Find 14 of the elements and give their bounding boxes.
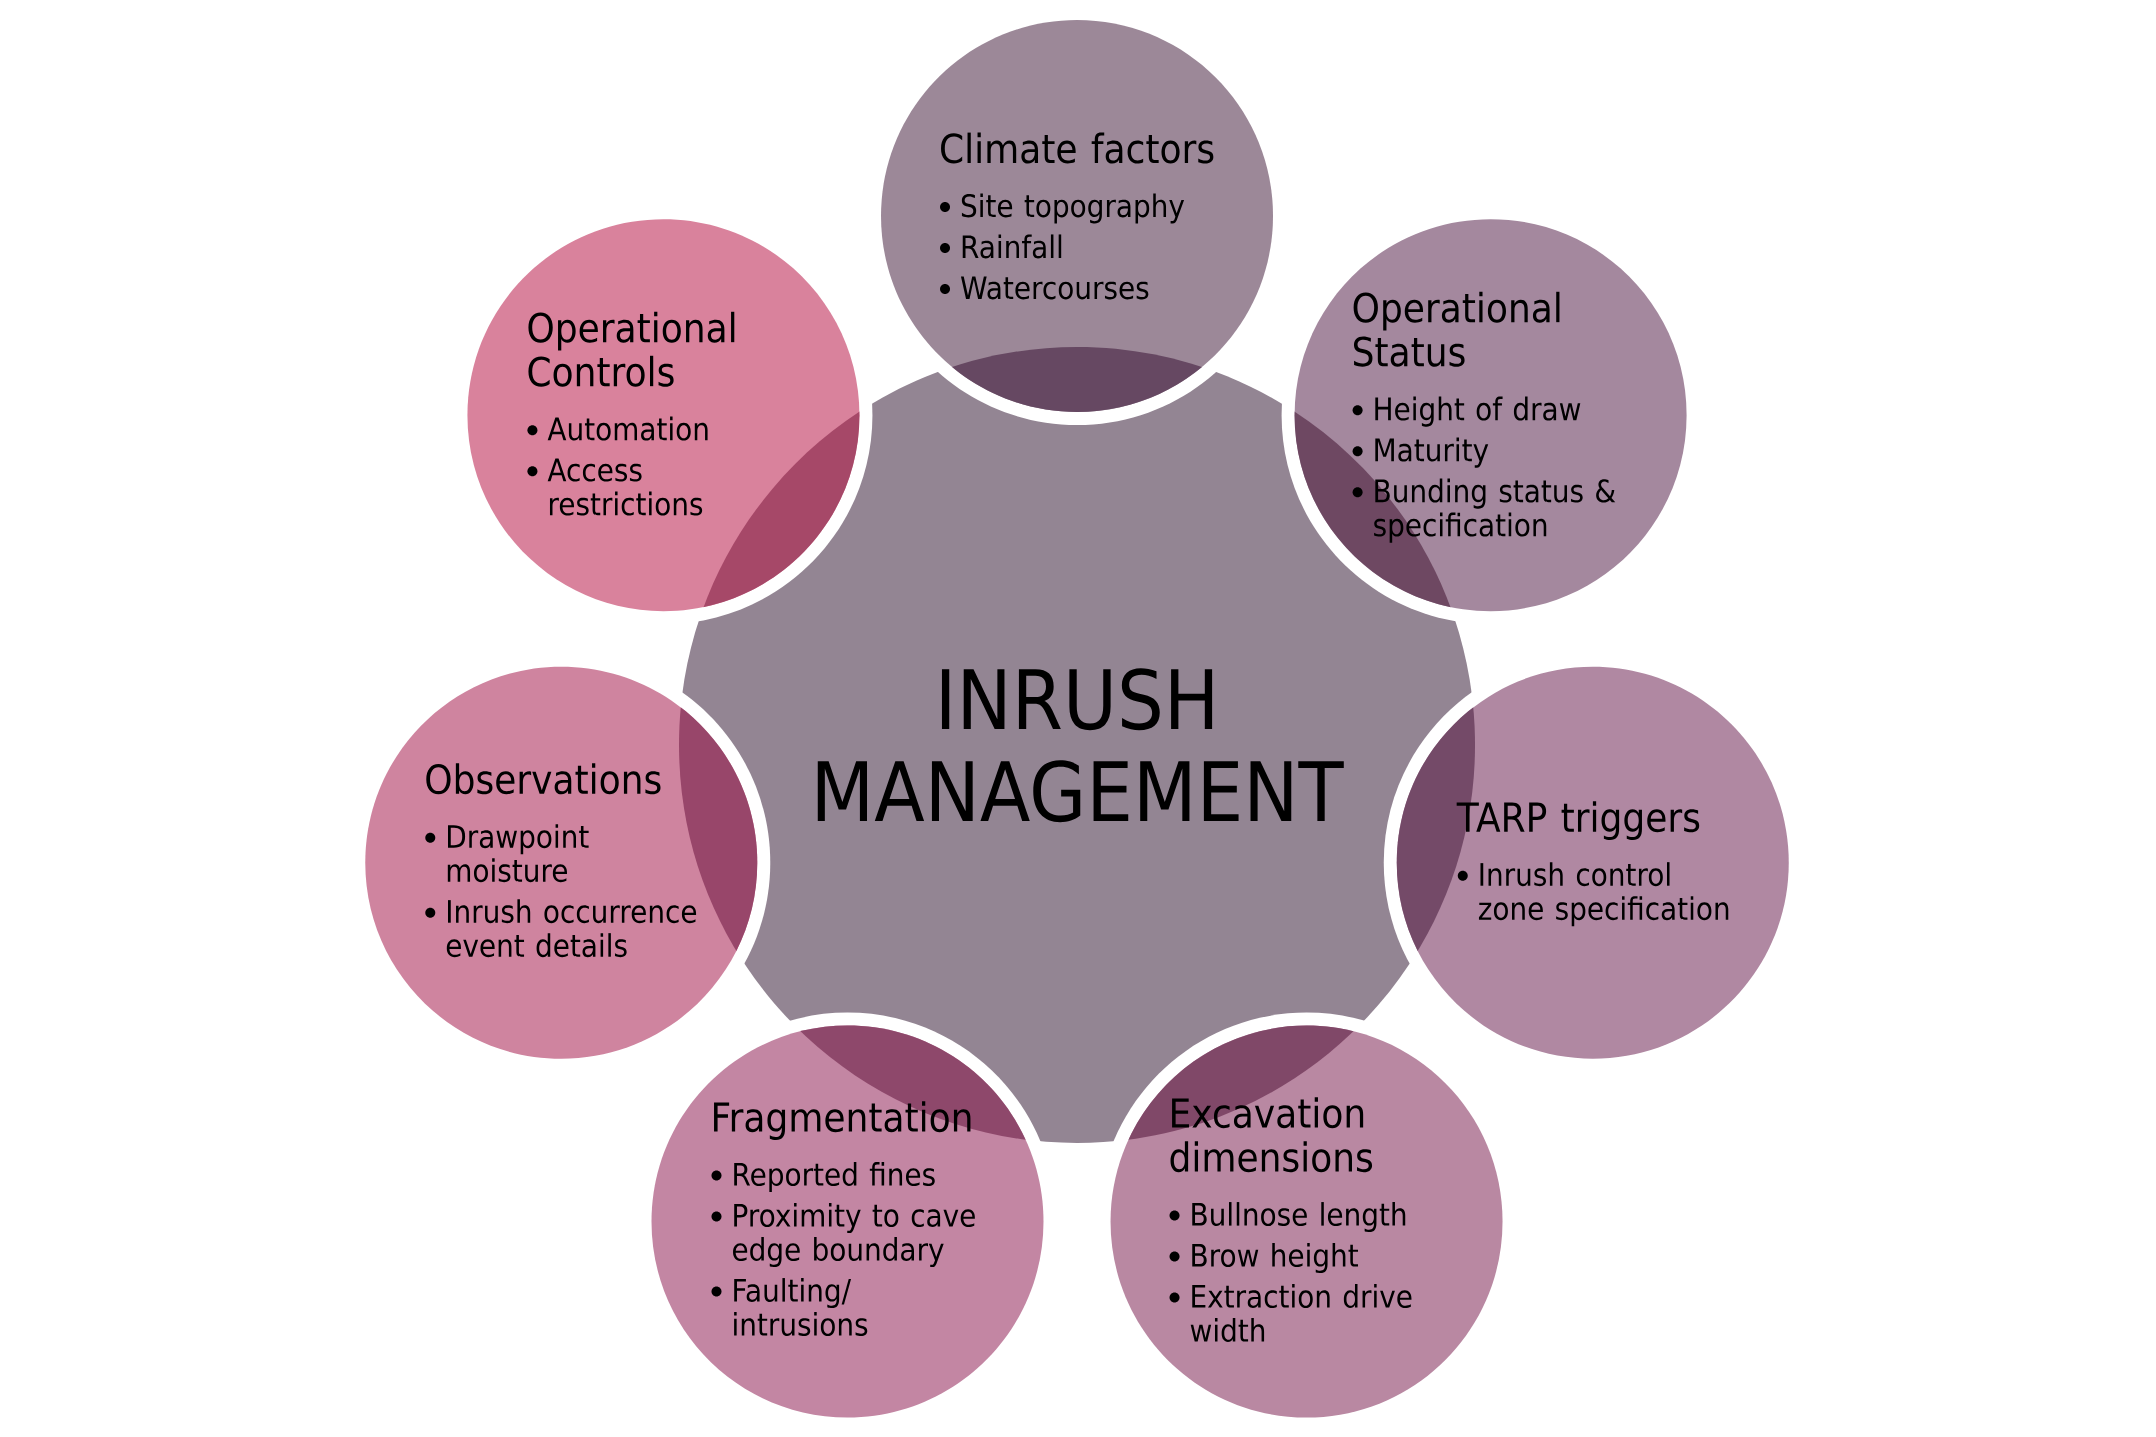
- heading: Observations: [426, 763, 661, 795]
- heading: Fragmentation: [714, 1101, 971, 1140]
- list-item: Inrush control zone specification: [1478, 862, 1729, 927]
- list-item: Drawpoint moisture: [447, 824, 589, 883]
- list-item: Rainfall: [962, 234, 1062, 259]
- list-item: Watercourses: [960, 276, 1149, 300]
- list-item: Brow height: [1192, 1243, 1358, 1274]
- list-item: Proximity to cave edge boundary: [733, 1203, 975, 1268]
- list-item: Extraction drive width: [1190, 1284, 1412, 1343]
- list-item: Reported fines: [734, 1162, 935, 1193]
- list-item: Bullnose length: [1192, 1202, 1406, 1233]
- heading: Climate factors: [941, 132, 1214, 164]
- list-item: Site topography: [961, 193, 1185, 224]
- list-item: Faulting/ intrusions: [734, 1278, 868, 1337]
